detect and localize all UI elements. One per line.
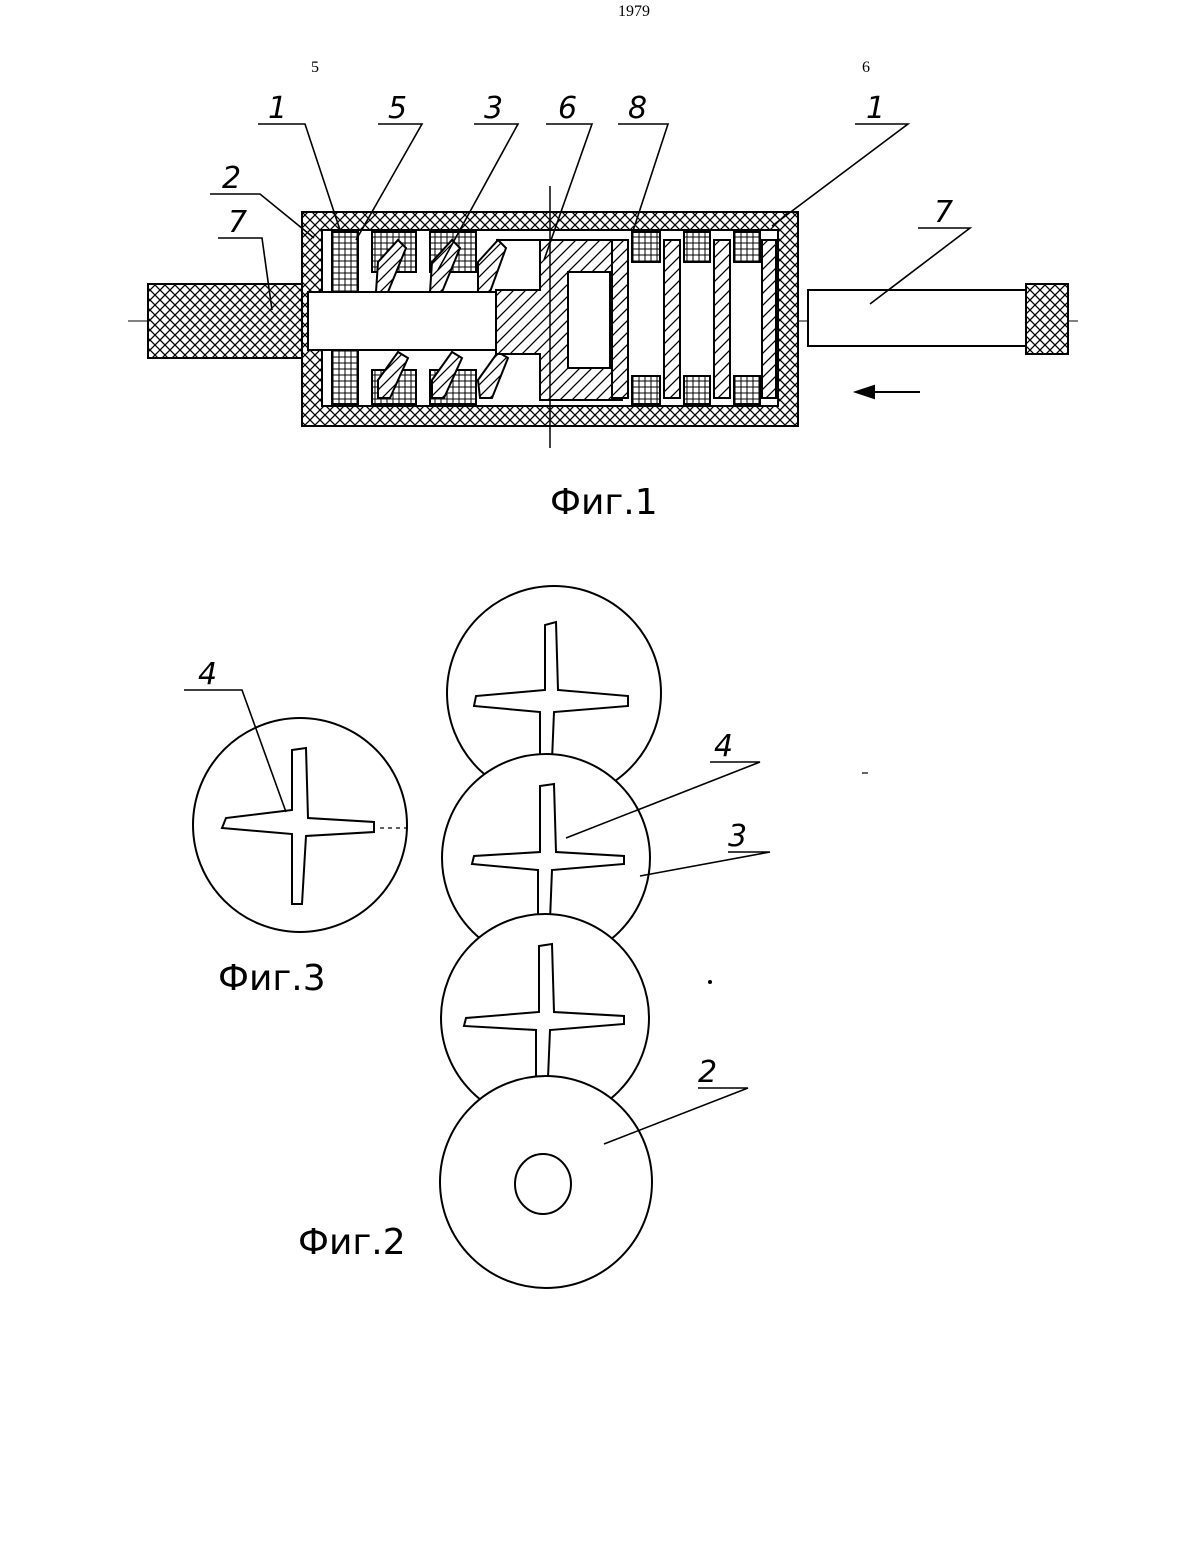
fig1-label-5: 5 <box>388 91 407 126</box>
fig2-label-4: 4 <box>714 729 733 764</box>
fig3-caption: Фиг.3 <box>218 958 326 999</box>
fig3-label-4: 4 <box>198 657 217 692</box>
motion-arrow <box>856 386 920 398</box>
right-rod-cap <box>1026 284 1068 354</box>
fig1-label-1a: 1 <box>268 91 287 126</box>
figure-3: 4 Фиг.3 <box>184 657 410 999</box>
fig1-label-7a: 7 <box>228 205 247 240</box>
fig1-label-8: 8 <box>628 91 647 126</box>
fig1-label-1b: 1 <box>866 91 885 126</box>
fig1-label-3: 3 <box>484 91 503 126</box>
fig2-caption: Фиг.2 <box>298 1222 406 1263</box>
fig1-label-7b: 7 <box>934 195 953 230</box>
fig1-label-2: 2 <box>222 161 241 196</box>
fig1-label-6: 6 <box>558 91 577 126</box>
fig2-label-2: 2 <box>698 1055 717 1090</box>
fig2-washer-hole <box>515 1154 571 1214</box>
fig1-caption: Фиг.1 <box>550 482 658 523</box>
right-rod <box>808 290 1030 346</box>
figure-2: 4 3 2 Фиг.2 <box>298 586 868 1288</box>
figure-1: 1 5 3 6 8 1 2 7 7 Фиг.1 <box>128 91 1078 523</box>
left-rod <box>148 284 310 358</box>
fig2-label-3: 3 <box>728 819 747 854</box>
piston-core <box>568 272 610 368</box>
